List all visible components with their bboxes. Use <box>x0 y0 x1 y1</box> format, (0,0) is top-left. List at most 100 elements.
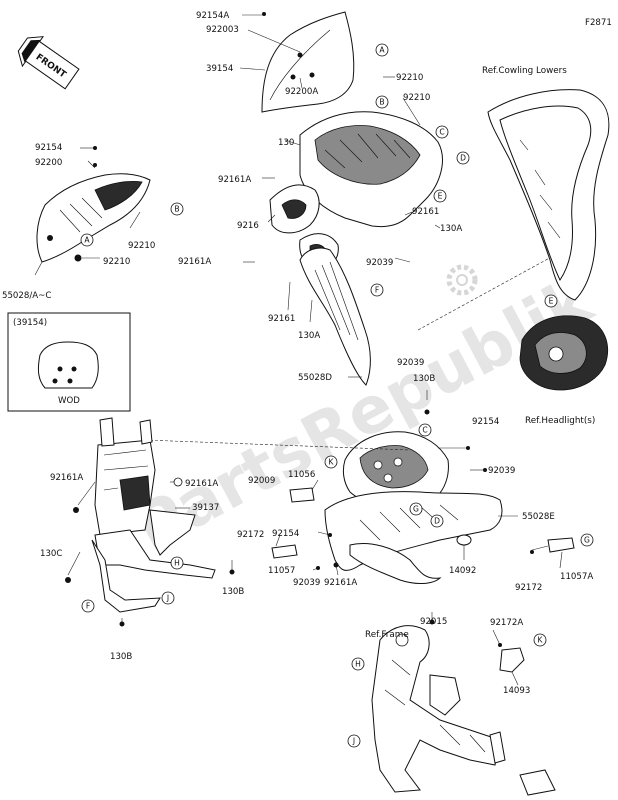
part-92009: 92009 <box>248 476 275 486</box>
callout-B-1: B <box>375 95 389 109</box>
callout-F-1-label: F <box>375 286 379 295</box>
part-92200A: 92200A <box>285 87 318 97</box>
part-11057: 11057 <box>268 566 295 576</box>
callout-C-1: C <box>435 125 449 139</box>
ref-cowling-lowers: Ref.Cowling Lowers <box>482 66 567 76</box>
callout-G-2: G <box>580 533 594 547</box>
part-11056: 11056 <box>288 470 315 480</box>
front-cowl-55028D-part <box>299 247 371 386</box>
callout-D-2: D <box>430 514 444 528</box>
option-box-title: (39154) <box>13 318 47 328</box>
part-92210-a: 92210 <box>396 73 423 83</box>
callout-K-1-label: K <box>329 458 335 467</box>
callout-A-1-label: A <box>379 46 385 55</box>
part-92161A-3: 92161A <box>50 473 83 483</box>
part-92039-4: 92039 <box>293 578 320 588</box>
part-130B-2: 130B <box>222 587 244 597</box>
part-922003: 922003 <box>206 25 239 35</box>
part-92210-b: 92210 <box>403 93 430 103</box>
part-92210-d: 92210 <box>103 257 130 267</box>
part-92161A-5: 92161A <box>324 578 357 588</box>
part-92161-1: 92161 <box>412 207 439 217</box>
callout-G-1: G <box>409 502 423 516</box>
part-130B-3: 130B <box>110 652 132 662</box>
callout-J-2-label: J <box>352 737 355 746</box>
callout-D-1: D <box>456 151 470 165</box>
meter-panel-part <box>342 431 449 507</box>
part-39154: 39154 <box>206 64 233 74</box>
callout-H-1-label: H <box>174 559 180 568</box>
part-14093: 14093 <box>503 686 530 696</box>
part-92200: 92200 <box>35 158 62 168</box>
part-130A-1: 130A <box>440 224 462 234</box>
cowling-lowers-part <box>487 89 610 301</box>
windshield-part <box>261 11 355 113</box>
part-55028AC: 55028/A~C <box>2 291 51 301</box>
option-box: (39154) WOD <box>7 312 131 412</box>
ref-headlights: Ref.Headlight(s) <box>525 416 595 426</box>
gear-watermark-icon <box>446 264 478 296</box>
callout-F-2-label: F <box>86 602 90 611</box>
callout-C-2: C <box>418 423 432 437</box>
part-92172A: 92172A <box>490 618 523 628</box>
callout-A-1: A <box>375 43 389 57</box>
part-92210-c: 92210 <box>128 241 155 251</box>
callout-H-2-label: H <box>355 660 361 669</box>
ref-frame: Ref.Frame <box>365 630 409 640</box>
grommet-14092-icon <box>456 534 472 546</box>
part-92154A: 92154A <box>196 11 229 21</box>
part-55028D: 55028D <box>298 373 332 383</box>
part-92161A-2: 92161A <box>178 257 211 267</box>
callout-H-1: H <box>170 556 184 570</box>
part-130: 130 <box>278 138 294 148</box>
callout-E-2: E <box>544 294 558 308</box>
part-92161A-1: 92161A <box>218 175 251 185</box>
diagram-code: F2871 <box>585 18 612 28</box>
screw-92154A-icon <box>262 12 266 16</box>
headlight-part <box>519 315 609 391</box>
part-55028E: 55028E <box>522 512 555 522</box>
callout-D-1-label: D <box>460 154 466 163</box>
front-arrow-icon: FRONT <box>17 36 80 90</box>
bracket-11057-part <box>271 544 298 559</box>
callout-J-1-label: J <box>166 594 169 603</box>
callout-B-1-label: B <box>379 98 384 107</box>
callout-H-2: H <box>351 657 365 671</box>
inner-panel-55028E-part <box>324 491 503 584</box>
cowling-stay-part <box>91 417 216 613</box>
bracket-11056-part <box>289 487 315 503</box>
part-9216: 9216 <box>237 221 259 231</box>
part-92015: 92015 <box>420 617 447 627</box>
part-14092: 14092 <box>449 566 476 576</box>
callout-B-2-label: B <box>174 205 179 214</box>
part-92039-3: 92039 <box>488 466 515 476</box>
option-box-caption: WOD <box>58 396 80 406</box>
part-92172-2: 92172 <box>515 583 542 593</box>
part-92154-left: 92154 <box>35 143 62 153</box>
part-92154-mid: 92154 <box>272 529 299 539</box>
part-130C: 130C <box>40 549 62 559</box>
bracket-11057A-part <box>547 537 575 553</box>
callout-F-2: F <box>81 599 95 613</box>
callout-G-1-label: G <box>413 505 419 514</box>
part-92039-2: 92039 <box>397 358 424 368</box>
callout-C-2-label: C <box>422 426 427 435</box>
callout-E-2-label: E <box>549 297 554 306</box>
callout-J-2: J <box>347 734 361 748</box>
callout-J-1: J <box>161 591 175 605</box>
part-39137: 39137 <box>192 503 219 513</box>
bracket-14093-part <box>499 647 525 673</box>
part-11057A: 11057A <box>560 572 593 582</box>
callout-K-2-label: K <box>538 636 544 645</box>
part-92161-2: 92161 <box>268 314 295 324</box>
callout-G-2-label: G <box>584 536 590 545</box>
callout-D-2-label: D <box>434 517 440 526</box>
callout-E-1-label: E <box>438 192 443 201</box>
part-92172-1: 92172 <box>237 530 264 540</box>
inner-cowling-part <box>269 111 443 271</box>
side-panel-55028-part <box>36 173 151 263</box>
part-92161A-4: 92161A <box>185 479 218 489</box>
callout-K-1: K <box>324 455 338 469</box>
